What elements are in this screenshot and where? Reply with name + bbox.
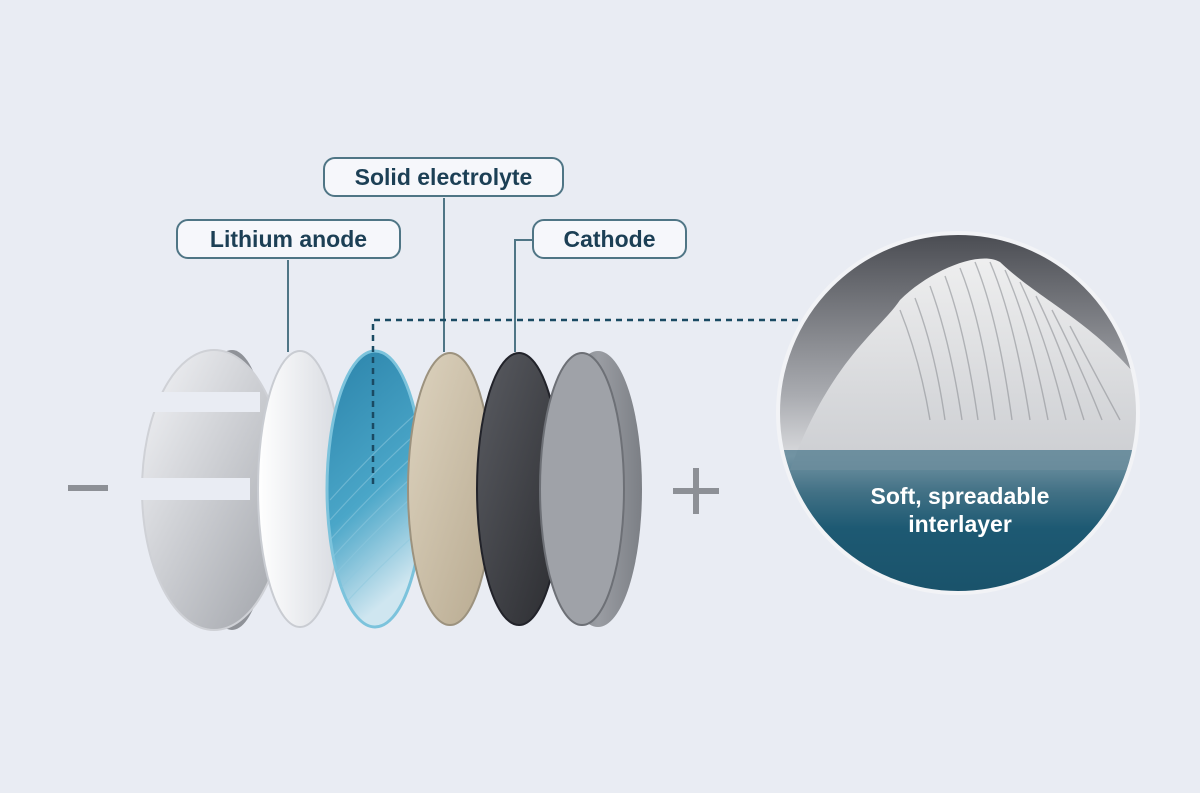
interlayer-caption-line-2: interlayer [908,511,1012,537]
interlayer-disc [325,349,425,629]
lithium-anode-label: Lithium anode [176,219,401,259]
cathode-label: Cathode [532,219,687,259]
minus-icon [68,485,108,491]
interlayer-closeup [776,231,1140,595]
interlayer-caption-line-1: Soft, spreadable [870,483,1050,509]
positive-casing-disc [539,351,642,627]
cathode-leader-line [514,239,532,352]
plus-icon [673,468,719,514]
zoom-arrow-line [371,318,940,484]
negative-casing-disc [130,349,287,631]
solid-electrolyte-label: Solid electrolyte [323,157,564,197]
